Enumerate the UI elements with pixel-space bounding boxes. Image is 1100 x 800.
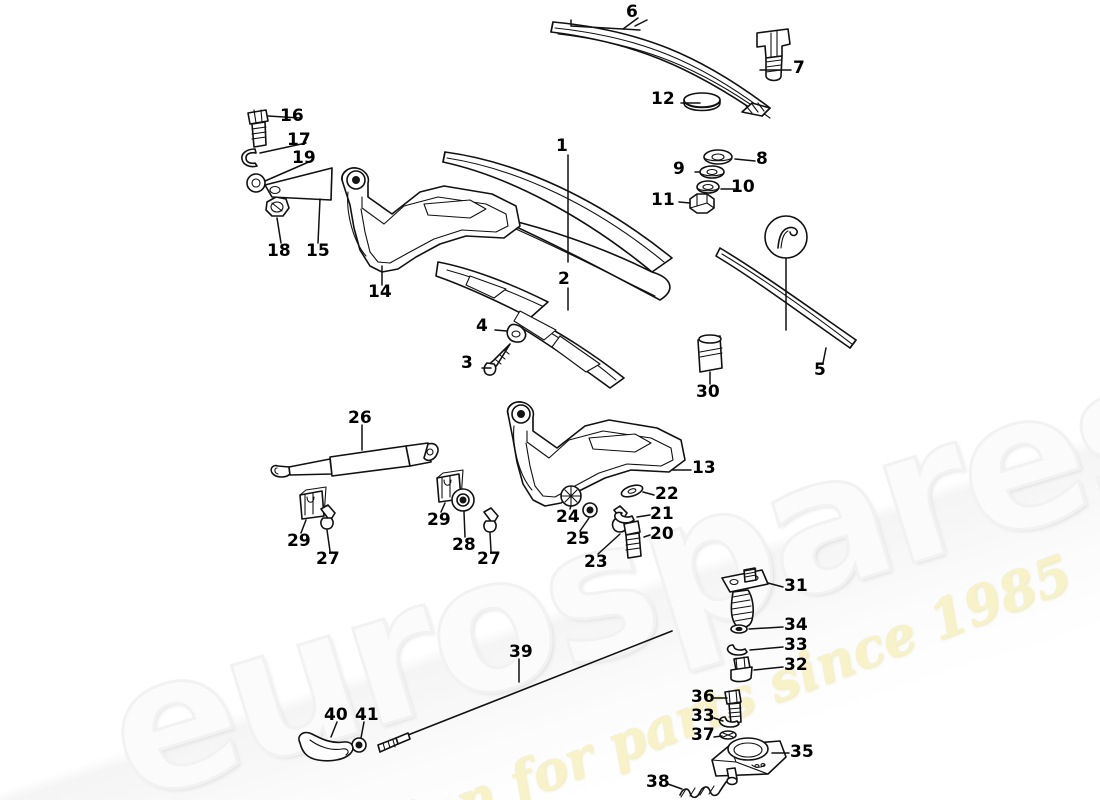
- part-2-spoiler-lower-moulding: [435, 261, 625, 389]
- part-38-tension-spring: [679, 781, 727, 799]
- leader-lines: [259, 17, 827, 790]
- callout-37[interactable]: 37: [691, 725, 715, 745]
- part-19-flat-washer: [246, 173, 266, 193]
- part-37-washer-lock: [719, 730, 737, 740]
- callout-24[interactable]: 24: [556, 507, 580, 527]
- callout-15[interactable]: 15: [306, 241, 330, 261]
- callout-1[interactable]: 1: [556, 136, 568, 156]
- part-35-lock-housing: [711, 737, 787, 786]
- part-3-tapping-screw: [483, 343, 511, 376]
- part-14-hinge-bracket-left: [341, 167, 521, 273]
- callout-8[interactable]: 8: [756, 149, 768, 169]
- callout-4[interactable]: 4: [476, 316, 488, 336]
- part-36-hex-bolt-lock: [724, 689, 742, 724]
- part-41-cable-nut: [351, 737, 367, 753]
- callout-7[interactable]: 7: [793, 58, 805, 78]
- part-24-pivot-rivet: [560, 485, 582, 507]
- callout-36[interactable]: 36: [691, 687, 715, 707]
- part-27-ball-stud-left: [320, 504, 336, 530]
- callout-2[interactable]: 2: [558, 269, 570, 289]
- part-10-washer-small: [696, 180, 720, 194]
- callout-33-lower[interactable]: 33: [691, 706, 715, 726]
- callout-3[interactable]: 3: [461, 353, 473, 373]
- callout-34[interactable]: 34: [784, 615, 808, 635]
- part-16-hex-bolt: [247, 109, 269, 148]
- callout-25[interactable]: 25: [566, 529, 590, 549]
- callout-26[interactable]: 26: [348, 408, 372, 428]
- detail-circle-hook: [764, 215, 808, 259]
- callout-21[interactable]: 21: [650, 504, 674, 524]
- part-30-rubber-stop: [697, 334, 723, 373]
- callout-6[interactable]: 6: [626, 2, 638, 22]
- callout-14[interactable]: 14: [368, 282, 392, 302]
- callout-28[interactable]: 28: [452, 535, 476, 555]
- part-31-lock-striker-plate: [721, 567, 769, 629]
- part-1-spoiler-main-blade: [442, 151, 673, 301]
- callout-27-left[interactable]: 27: [316, 549, 340, 569]
- callout-19[interactable]: 19: [292, 148, 316, 168]
- part-7-rubber-buffer-screw: [756, 28, 791, 82]
- part-26-gas-strut: [270, 442, 439, 478]
- part-9-washer-medium: [699, 165, 725, 179]
- callout-10[interactable]: 10: [731, 177, 755, 197]
- callout-23[interactable]: 23: [584, 552, 608, 572]
- callout-40[interactable]: 40: [324, 705, 348, 725]
- part-20-set-screw: [623, 520, 642, 559]
- part-11-hex-nut: [689, 193, 715, 214]
- callout-17[interactable]: 17: [287, 130, 311, 150]
- callout-39[interactable]: 39: [509, 642, 533, 662]
- part-28-grommet-ring: [451, 488, 475, 512]
- callout-35[interactable]: 35: [790, 742, 814, 762]
- callout-31[interactable]: 31: [784, 576, 808, 596]
- part-39-release-cable-rod: [377, 630, 673, 753]
- callout-20[interactable]: 20: [650, 524, 674, 544]
- callout-18[interactable]: 18: [267, 241, 291, 261]
- part-4-clip-nut: [506, 323, 527, 343]
- callout-32[interactable]: 32: [784, 655, 808, 675]
- part-29-retaining-clip-left: [299, 486, 327, 520]
- callout-30[interactable]: 30: [696, 382, 720, 402]
- callout-9[interactable]: 9: [673, 159, 685, 179]
- callout-13[interactable]: 13: [692, 458, 716, 478]
- callout-38[interactable]: 38: [646, 772, 670, 792]
- part-15-mounting-plate: [264, 167, 333, 201]
- callout-16[interactable]: 16: [280, 106, 304, 126]
- part-34-flat-washer-striker: [730, 624, 748, 634]
- part-22-flat-washer-small: [620, 484, 644, 498]
- callout-41[interactable]: 41: [355, 705, 379, 725]
- part-18-lock-nut: [265, 196, 290, 217]
- callout-29-left[interactable]: 29: [287, 531, 311, 551]
- part-13-hinge-bracket-right: [506, 401, 686, 507]
- callout-22[interactable]: 22: [655, 484, 679, 504]
- callout-12[interactable]: 12: [651, 89, 675, 109]
- callout-5[interactable]: 5: [814, 360, 826, 380]
- part-6-upper-trim-rail: [550, 21, 771, 119]
- part-32-hex-bolt-striker: [730, 656, 753, 683]
- part-8-washer-large: [703, 149, 733, 165]
- callout-27-right[interactable]: 27: [477, 549, 501, 569]
- part-33-spring-washer-striker: [726, 644, 748, 656]
- callout-11[interactable]: 11: [651, 190, 675, 210]
- part-27-ball-stud-right: [483, 507, 499, 533]
- part-12-cap-plug: [683, 92, 721, 112]
- callout-29-right[interactable]: 29: [427, 510, 451, 530]
- part-40-release-handle: [298, 731, 354, 762]
- part-25-washer-pivot: [582, 502, 598, 518]
- part-17-spring-washer: [241, 148, 258, 168]
- callout-33-upper[interactable]: 33: [784, 635, 808, 655]
